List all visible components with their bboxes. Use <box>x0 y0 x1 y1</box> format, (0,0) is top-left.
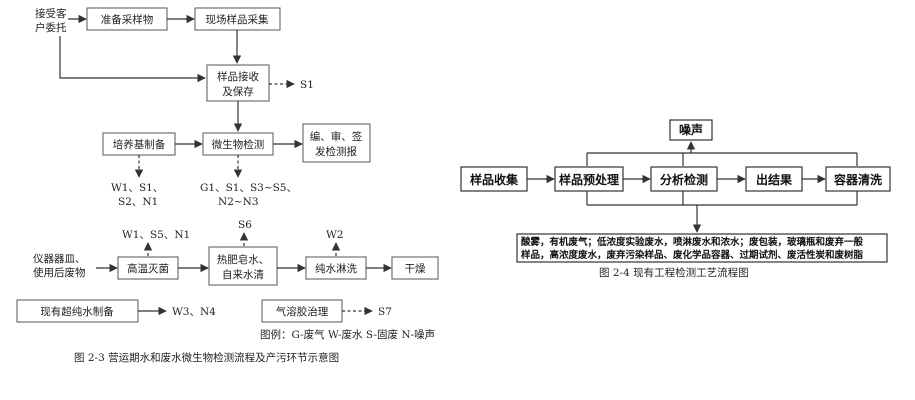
aerosol-output: S7 <box>378 306 392 318</box>
receive-label-line2: 及保存 <box>222 85 254 98</box>
soap-label-line1: 热肥皂水、 <box>217 253 270 266</box>
result-box <box>745 166 803 192</box>
clean-box <box>825 166 891 192</box>
dry-box <box>391 256 439 280</box>
soap-label-line2: 自来水清 <box>222 268 264 281</box>
receive-box <box>206 64 270 102</box>
prepare-label: 准备采样物 <box>101 13 154 26</box>
analysis-label: 分析检测 <box>660 172 708 187</box>
client-label-line2: 户委托 <box>35 21 67 34</box>
legend-text: 图例：G-废气 W-废水 S-固废 N-噪声 <box>260 328 435 341</box>
arrow-client-to-receive <box>59 36 206 83</box>
culture-label: 培养基制备 <box>113 138 166 151</box>
left-caption: 图 2-3 营运期水和废水微生物检测流程及产污环节示意图 <box>74 351 339 364</box>
sterilize-label: 高温灭菌 <box>127 262 169 275</box>
analysis-box <box>650 166 718 192</box>
noise-box <box>669 119 713 141</box>
pretreat-label: 样品预处理 <box>559 172 619 187</box>
culture-output-line2: S2、N1 <box>118 196 158 208</box>
micro-output-line2: N2~N3 <box>218 196 259 208</box>
client-label-line1: 接受客 <box>35 7 67 20</box>
sampling-label: 现场样品采集 <box>206 13 269 26</box>
noise-label: 噪声 <box>679 122 703 137</box>
pollutants-line1: 酸雾，有机废气；低浓度实验废水，喷淋废水和浓水；废包装，玻璃瓶和废弃一般 <box>521 236 864 248</box>
micro-label: 微生物检测 <box>212 138 265 151</box>
instrument-label-line2: 使用后废物 <box>33 266 86 279</box>
ultrapure-output: W3、N4 <box>172 306 216 318</box>
collect-box <box>460 166 528 192</box>
report-label-line1: 编、审、签 <box>310 130 363 143</box>
dry-label: 干燥 <box>405 263 426 275</box>
report-label-line2: 发检测报 <box>315 145 357 158</box>
s1-label: S1 <box>300 79 314 91</box>
microbe-test-flow-diagram: 接受客 户委托 准备采样物 现场样品采集 样品接收 及保存 S1 培养基制备 微… <box>16 7 439 364</box>
rinse-output: W2 <box>326 229 343 241</box>
soap-output: S6 <box>238 219 252 231</box>
ultrapure-label: 现有超纯水制备 <box>40 305 114 318</box>
aerosol-label: 气溶胶治理 <box>276 305 329 318</box>
pollutants-line2: 样品，高浓度废水，废弃污染样品、废化学品容器、过期试剂、废活性炭和废树脂 <box>521 249 864 261</box>
micro-output-line1: G1、S1、S3~S5、 <box>200 182 297 194</box>
report-box <box>302 123 371 163</box>
sterilize-output: W1、S5、N1 <box>122 229 190 241</box>
rinse-label: 纯水淋洗 <box>315 262 357 275</box>
culture-output-line1: W1、S1、 <box>111 182 163 194</box>
soap-box <box>208 246 278 286</box>
testing-process-flow-diagram: 噪声 样品收集 样品预处理 分析检测 出结果 容器清洗 酸雾，有机废气；低浓度实… <box>460 119 891 279</box>
pretreat-box <box>554 166 624 192</box>
receive-label-line1: 样品接收 <box>217 70 259 83</box>
right-caption: 图 2-4 现有工程检测工艺流程图 <box>599 266 749 279</box>
result-label: 出结果 <box>756 172 792 187</box>
collect-label: 样品收集 <box>470 172 519 187</box>
pollutants-box <box>516 233 888 263</box>
clean-label: 容器清洗 <box>833 172 882 187</box>
instrument-label-line1: 仪器器皿、 <box>33 253 86 265</box>
